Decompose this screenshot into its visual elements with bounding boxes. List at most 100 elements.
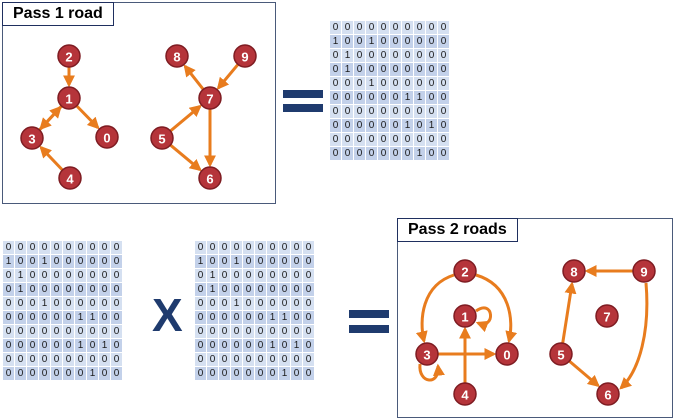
matrix-cell: 0	[401, 132, 414, 147]
matrix-cell: 0	[242, 366, 255, 381]
matrix-cell: 0	[437, 20, 450, 35]
matrix-cell: 0	[38, 268, 51, 283]
matrix-cell: 0	[302, 240, 315, 255]
matrix-cell: 0	[329, 90, 342, 105]
matrix-cell: 0	[413, 118, 426, 133]
matrix-cell: 0	[377, 62, 390, 77]
matrix-cell: 0	[353, 118, 366, 133]
matrix-cell: 0	[302, 366, 315, 381]
matrix-cell: 0	[389, 34, 402, 49]
pass2-title: Pass 2 roads	[397, 218, 518, 242]
matrix-cell: 0	[86, 268, 99, 283]
matrix-cell: 1	[74, 310, 87, 325]
matrix-cell: 1	[341, 48, 354, 63]
matrix-cell: 0	[2, 296, 15, 311]
matrix-cell: 0	[2, 352, 15, 367]
svg-text:6: 6	[604, 388, 611, 403]
edge-1-to-1	[475, 306, 492, 333]
edge-5-to-8	[561, 281, 577, 344]
matrix-cell: 0	[389, 118, 402, 133]
svg-text:4: 4	[461, 388, 469, 403]
svg-text:3: 3	[423, 348, 430, 363]
matrix-cell: 0	[110, 310, 123, 325]
graph-node: 7	[595, 304, 619, 328]
matrix-cell: 0	[425, 146, 438, 161]
matrix-cell: 1	[266, 310, 279, 325]
graph-node: 0	[495, 342, 519, 366]
matrix-cell: 0	[437, 34, 450, 49]
svg-text:3: 3	[28, 132, 35, 147]
svg-text:9: 9	[241, 50, 248, 65]
svg-text:7: 7	[603, 310, 610, 325]
svg-text:6: 6	[206, 172, 213, 187]
matrix-cell: 0	[62, 310, 75, 325]
edge-5-to-6	[568, 359, 600, 388]
edge-5-to-7	[169, 104, 202, 133]
matrix-cell: 0	[278, 324, 291, 339]
edge-3-to-1	[38, 105, 62, 131]
svg-text:0: 0	[103, 131, 110, 146]
matrix-cell: 0	[365, 48, 378, 63]
matrix-cell: 0	[266, 282, 279, 297]
matrix-cell: 0	[98, 324, 111, 339]
matrix-cell: 0	[353, 76, 366, 91]
matrix-cell: 0	[62, 296, 75, 311]
matrix-cell: 0	[50, 268, 63, 283]
graph-node: 3	[415, 342, 439, 366]
graph-node: 6	[596, 382, 620, 406]
graph-node: 0	[95, 125, 119, 149]
graph-node: 4	[58, 166, 82, 190]
matrix-cell: 0	[437, 146, 450, 161]
matrix-cell: 0	[425, 132, 438, 147]
matrix-cell: 0	[242, 254, 255, 269]
matrix-cell: 1	[401, 118, 414, 133]
graph-node: 1	[453, 304, 477, 328]
matrix-cell: 1	[290, 338, 303, 353]
matrix-cell: 0	[194, 268, 207, 283]
svg-text:4: 4	[66, 172, 74, 187]
matrix-cell: 0	[110, 366, 123, 381]
matrix-cell: 0	[98, 366, 111, 381]
matrix-cell: 0	[230, 352, 243, 367]
matrix-cell: 0	[206, 324, 219, 339]
edge-1-to-0	[75, 104, 100, 130]
matrix-cell: 1	[413, 146, 426, 161]
matrix-cell: 0	[26, 268, 39, 283]
matrix-cell: 0	[98, 310, 111, 325]
matrix-cell: 0	[2, 366, 15, 381]
matrix-cell: 0	[254, 282, 267, 297]
edge-2-to-0	[475, 273, 518, 344]
matrix-cell: 0	[437, 104, 450, 119]
edge-9-to-6	[619, 282, 649, 390]
matrix-cell: 0	[38, 366, 51, 381]
matrix-cell: 0	[254, 268, 267, 283]
matrix-cell: 0	[377, 20, 390, 35]
edge-4-to-3	[39, 145, 64, 172]
matrix-cell: 0	[266, 324, 279, 339]
matrix-cell: 0	[110, 324, 123, 339]
matrix-cell: 1	[38, 296, 51, 311]
matrix-cell: 1	[98, 338, 111, 353]
matrix-cell: 0	[302, 324, 315, 339]
matrix-cell: 0	[365, 20, 378, 35]
matrix-cell: 0	[230, 310, 243, 325]
matrix-cell: 0	[194, 338, 207, 353]
matrix-cell: 0	[38, 324, 51, 339]
matrix-cell: 0	[329, 62, 342, 77]
graph-node: 4	[453, 382, 477, 406]
svg-text:2: 2	[65, 50, 72, 65]
matrix-cell: 0	[341, 118, 354, 133]
